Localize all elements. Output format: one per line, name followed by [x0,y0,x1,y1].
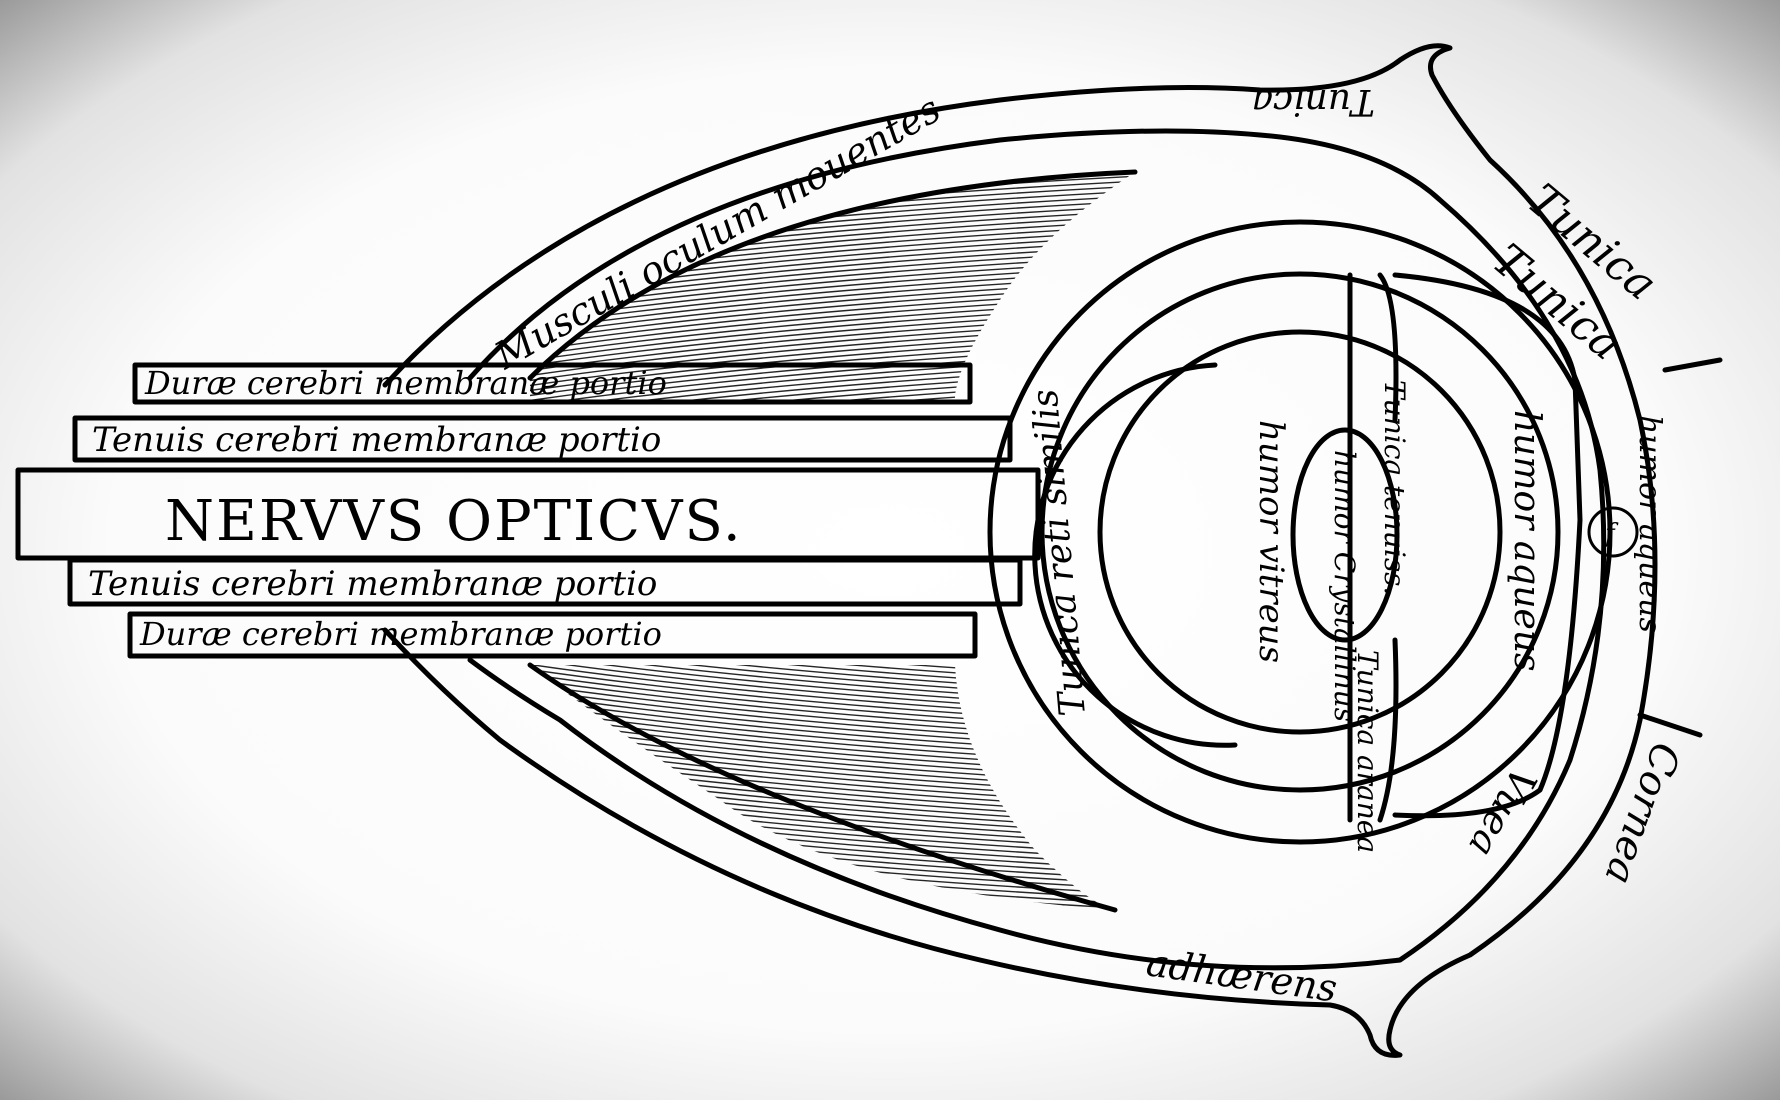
lens-band-right [1377,272,1399,823]
aqueous-chamber [1392,272,1583,819]
hatch-line [530,839,1115,901]
tenuis-top-label: Tenuis cerebri membranæ portio [92,420,661,460]
hatch-line [530,709,1115,771]
inner-tunica-circle [1097,329,1503,735]
tenuis-top-bar [72,415,1013,463]
dura-top-label: Duræ cerebri membranæ portio [144,364,667,402]
upper-muscle-edge [527,169,1138,381]
dura-bottom-label: Duræ cerebri membranæ portio [139,615,662,653]
humor-aqueus-label: humor aqueus [1506,410,1547,672]
humor-crystallinus-label: humor Crystallinus [1328,450,1361,722]
cornea-label: Cornea [1595,737,1689,891]
hatch-line [530,769,1115,831]
hatch-line [530,214,1135,276]
hatch-line [530,814,1115,876]
vitreous-boundary [1032,362,1238,748]
humor-vitreus-label: humor vitreus [1251,420,1291,663]
hatch-line [530,714,1115,776]
outer-tunica-circle [987,219,1613,845]
hatch-line [530,744,1115,806]
hatch-line [530,734,1115,796]
tenuis-bottom-bar [67,557,1023,607]
crystalline-lens [1290,427,1400,643]
dura-bottom-bar [127,611,978,659]
tenuis-bottom-label: Tenuis cerebri membranæ portio [88,564,657,604]
cornea-junctions [1637,357,1723,738]
hatch-line [530,829,1115,891]
tunica-aranea-label: Tunica aranea [1351,650,1384,853]
hatch-line [530,724,1115,786]
hatch-line [530,789,1115,851]
tunica-tenuiss-label: Tunica tenuiss. [1378,380,1411,595]
dura-top-bar [132,362,973,405]
humor-aqueus-2-label: humor aqueus [1632,415,1667,633]
hatch-line [530,834,1115,896]
hatch-line [530,729,1115,791]
pupil-marker-f [1587,506,1639,558]
hatch-line [530,199,1135,261]
middle-tunica-circle [1039,271,1561,793]
nervus-opticus-label: NERVVS OPTICVS. [165,489,743,554]
f-label: f [1603,519,1619,549]
hatch-line [530,759,1115,821]
hatch-line [530,779,1115,841]
hatch-line [530,749,1115,811]
inner-envelope [467,128,1607,971]
hatch-line [530,799,1115,861]
hatch-line [530,804,1115,866]
outer-envelope [382,43,1658,1058]
lower-muscle-edge [527,662,1118,913]
tunica-top-label: Tunica [1251,81,1375,122]
